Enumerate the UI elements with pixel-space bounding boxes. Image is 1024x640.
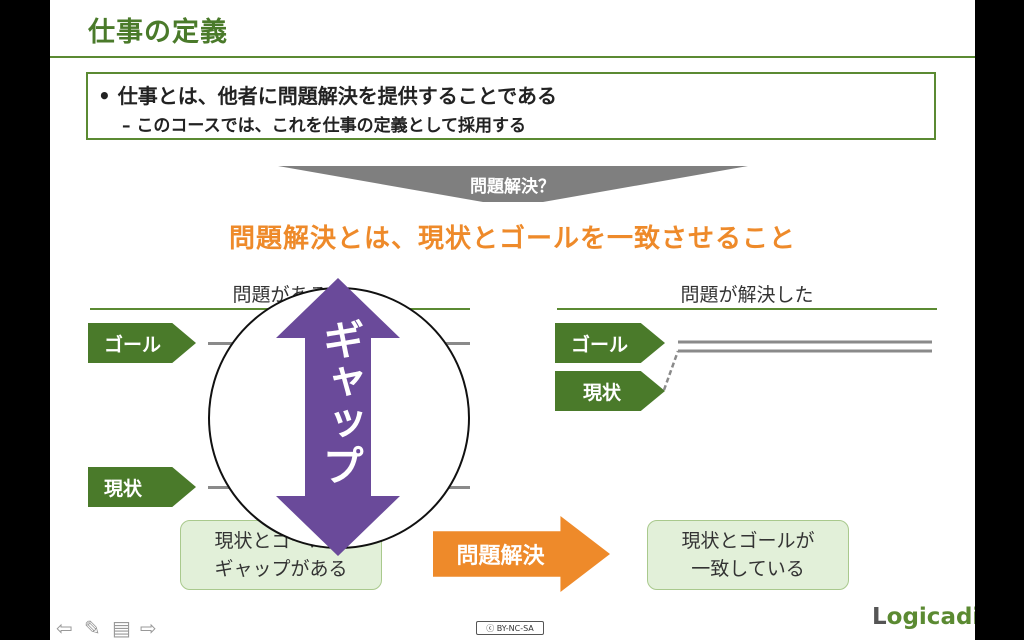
left-goal-tag: ゴール [88,323,196,363]
definition-sub-bullet: – このコースでは、これを仕事の定義として採用する [122,116,527,136]
license-label: BY-NC-SA [496,624,534,633]
after-state-line-1: 現状とゴールが [681,530,815,552]
license-cc-icon: ⓒ [486,624,495,633]
funnel-label: 問題解決？ [470,177,555,197]
gap-label: ギャップ [316,318,365,486]
definition-box: • 仕事とは、他者に問題解決を提供することである – このコースでは、これを仕事… [86,72,936,140]
right-current-tag-label: 現状 [583,381,622,404]
before-state-line-2: ギャップがある [214,558,348,580]
definition-bullet: • 仕事とは、他者に問題解決を提供することである [98,84,557,108]
before-state-box: 現状とゴールに ギャップがある [180,520,382,590]
problem-solving-arrow-label: 問題解決 [456,544,545,569]
back-arrow-icon[interactable]: ⇦ [56,616,73,640]
right-goal-tag: ゴール [555,323,665,363]
logicadia-logo: Logicadia [872,604,975,630]
right-current-tag: 現状 [555,371,665,411]
logo-initial: L [872,604,887,630]
headline: 問題解決とは、現状とゴールを一致させること [228,224,796,254]
right-aligned-lines [662,340,932,391]
right-panel-rule [557,308,937,310]
forward-arrow-icon[interactable]: ⇨ [140,616,157,640]
slide: 仕事の定義 • 仕事とは、他者に問題解決を提供することである – このコースでは… [50,0,975,640]
gap-double-arrow [276,278,400,556]
left-current-tag-label: 現状 [104,477,143,500]
right-goal-tag-label: ゴール [571,333,629,356]
notes-icon[interactable]: ▤ [112,616,131,640]
title-divider [50,56,975,58]
funnel-banner [278,166,748,202]
left-current-tag: 現状 [88,467,196,507]
logo-rest: ogicadia [886,604,975,630]
after-state-box: 現状とゴールが 一致している [647,520,849,590]
right-panel-heading: 問題が解決した [680,284,814,306]
slide-title: 仕事の定義 [88,17,228,48]
left-goal-tag-label: ゴール [104,333,162,356]
after-state-line-2: 一致している [691,558,805,580]
license-badge: ⓒ BY-NC-SA [476,621,544,635]
pencil-icon[interactable]: ✎ [84,616,101,640]
